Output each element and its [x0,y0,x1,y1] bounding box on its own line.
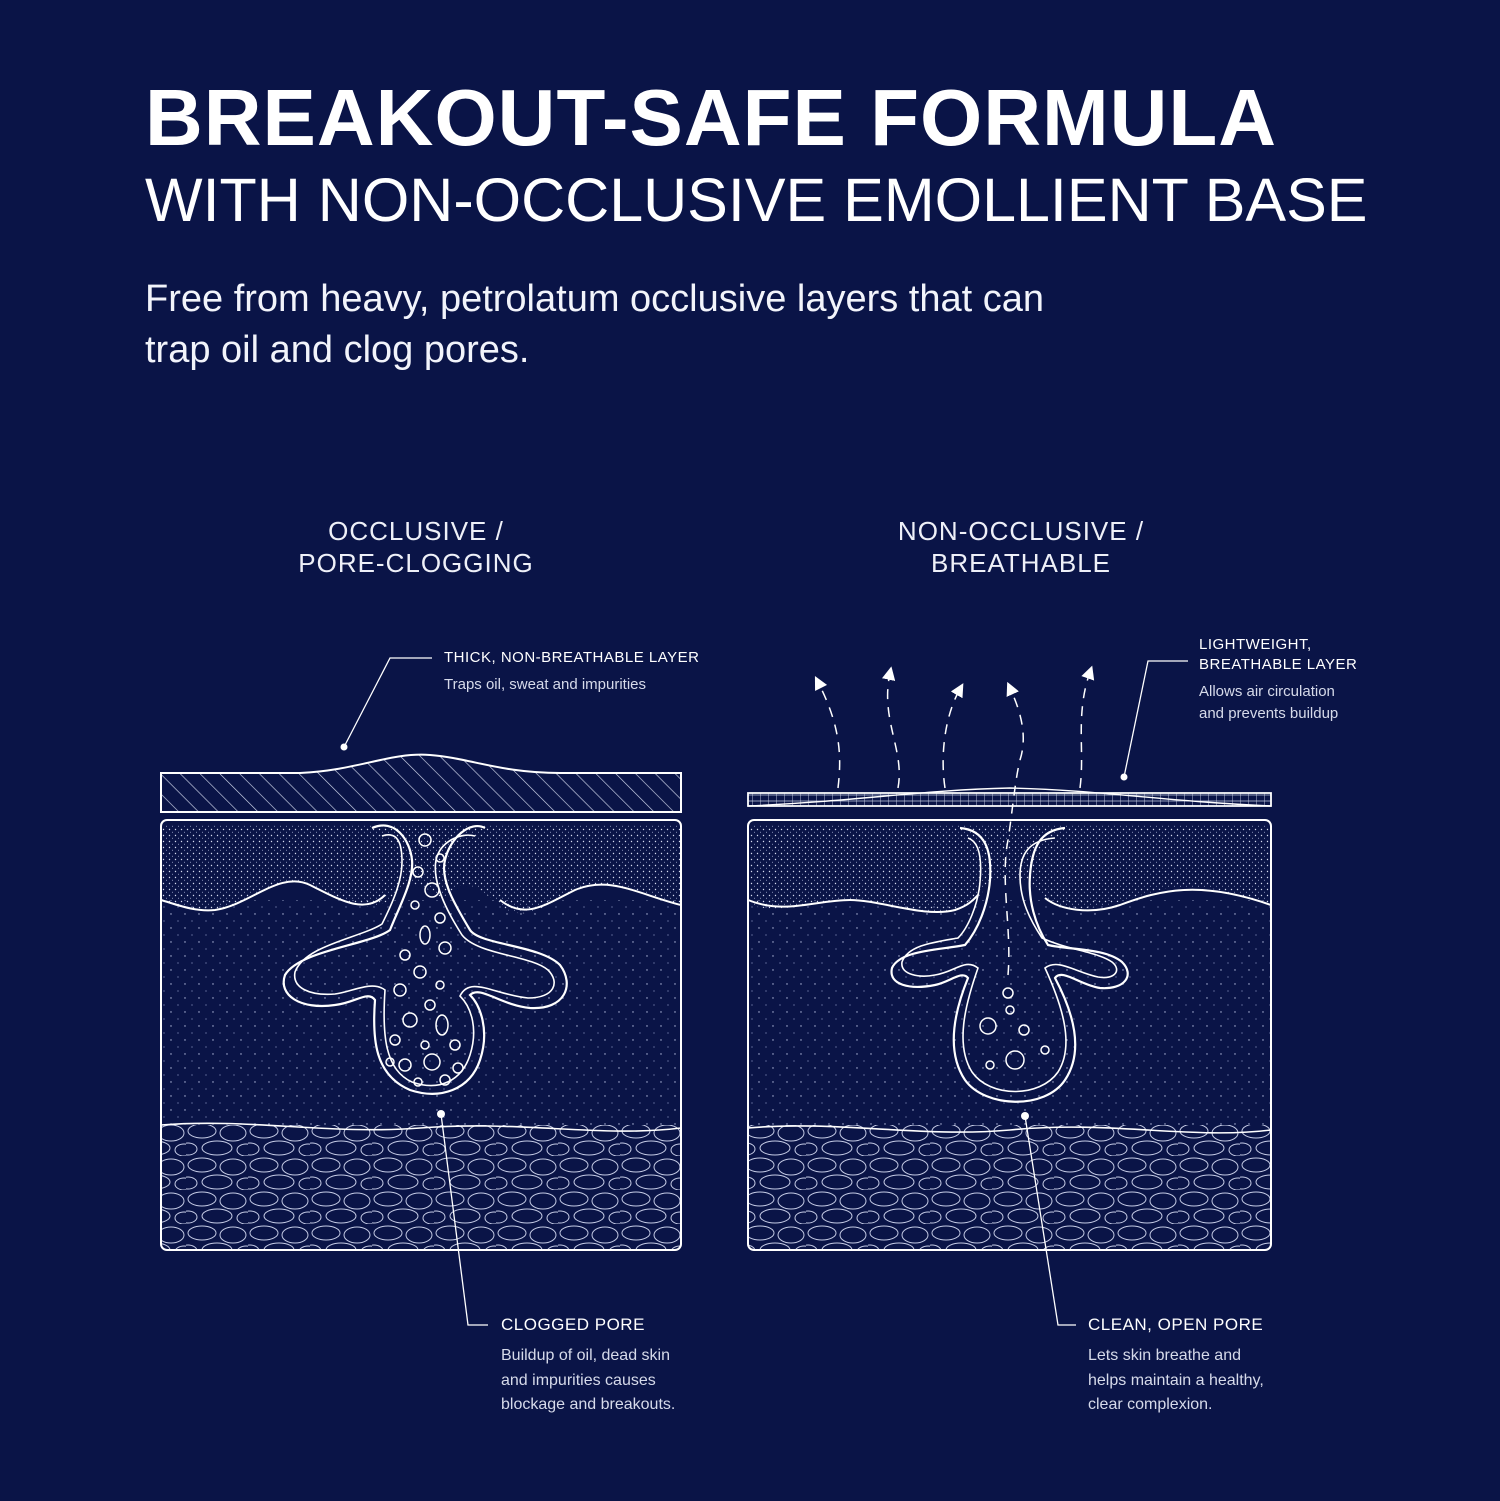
clogged-pore-body-line-1: Buildup of oil, dead skin [501,1347,670,1364]
open-pore-body-line-1: Lets skin breathe and [1088,1347,1241,1364]
headline: BREAKOUT-SAFE FORMULA [145,73,1278,162]
breathable-layer-body-line-2: and prevents buildup [1199,705,1339,722]
clogged-pore-description: Buildup of oil, dead skin and impurities… [501,1344,675,1418]
left-title-line-2: PORE-CLOGGING [298,548,534,578]
breathable-layer-title: LIGHTWEIGHT, BREATHABLE LAYER [1199,635,1357,675]
open-pore-description: Lets skin breathe and helps maintain a h… [1088,1344,1264,1418]
subheadline: WITH NON-OCCLUSIVE EMOLLIENT BASE [145,166,1368,234]
breathable-layer-title-line-1: LIGHTWEIGHT, [1199,636,1312,653]
left-title-line-1: OCCLUSIVE / [328,516,504,546]
right-diagram-title: NON-OCCLUSIVE / BREATHABLE [791,515,1251,579]
right-skin-diagram [747,660,1272,1326]
clogged-pore-body-line-2: and impurities causes [501,1371,656,1389]
right-title-line-1: NON-OCCLUSIVE / [897,516,1145,546]
thick-layer-title: THICK, NON-BREATHABLE LAYER [444,649,700,666]
open-pore-title: CLEAN, OPEN PORE [1088,1315,1264,1334]
breathable-layer-description: Allows air circulation and prevents buil… [1199,681,1357,725]
thick-layer-callout: THICK, NON-BREATHABLE LAYER Traps oil, s… [444,648,700,696]
right-title-line-2: BREATHABLE [930,548,1111,578]
thick-layer-description: Traps oil, sweat and impurities [444,676,647,693]
clogged-pore-title: CLOGGED PORE [501,1315,645,1334]
breathable-layer-title-line-2: BREATHABLE LAYER [1199,656,1358,673]
clogged-pore-callout: CLOGGED PORE Buildup of oil, dead skin a… [501,1314,675,1418]
open-pore-callout: CLEAN, OPEN PORE Lets skin breathe and h… [1088,1314,1264,1418]
breathable-layer-body-line-1: Allows air circulation [1199,683,1335,700]
left-diagram-title: OCCLUSIVE / PORE-CLOGGING [186,515,646,579]
lede-text: Free from heavy, petrolatum occlusive la… [145,278,1045,371]
open-pore-body-line-3: clear complexion. [1088,1396,1213,1413]
breathable-layer-callout: LIGHTWEIGHT, BREATHABLE LAYER Allows air… [1199,635,1357,725]
left-skin-diagram [160,657,682,1326]
clogged-pore-body-line-3: blockage and breakouts. [501,1396,676,1413]
open-pore-body-line-2: helps maintain a healthy, [1088,1371,1264,1389]
